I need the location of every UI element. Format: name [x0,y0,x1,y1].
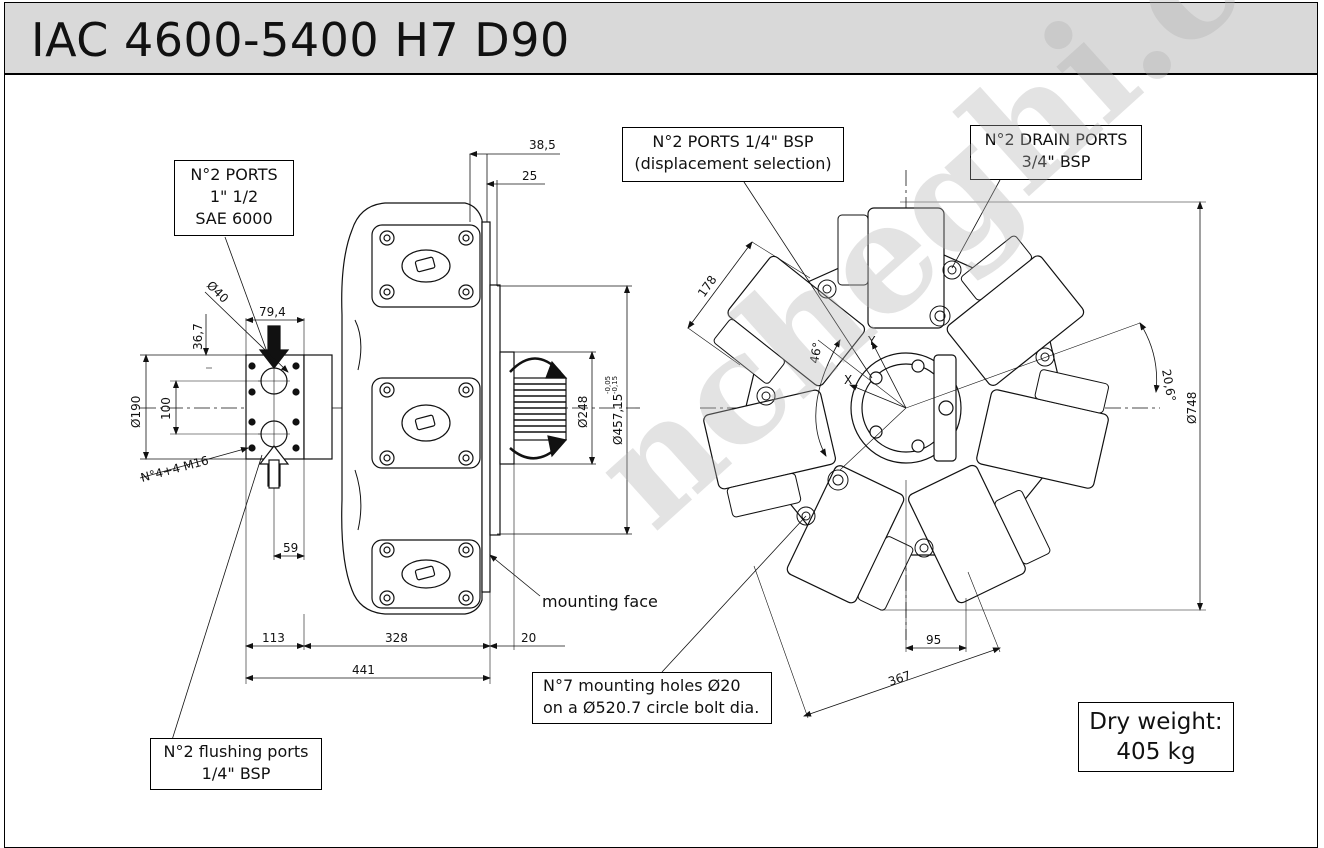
dry-weight-box: Dry weight: 405 kg [1078,702,1234,772]
dim-79-4: 79,4 [259,305,286,319]
dim-d248: Ø248 [576,396,590,428]
angle-20-6: 20,6° [1159,368,1178,403]
mounting-holes-line-2: on a Ø520.7 circle bolt dia. [543,698,760,717]
mounting-holes-line-1: N°7 mounting holes Ø20 [543,676,741,695]
dim-d748: Ø748 [1185,392,1199,424]
side-view [139,151,640,741]
dim-20: 20 [521,631,536,645]
dim-m16: N°4+4 M16 [139,453,210,485]
flushing-ports-line-1: N°2 flushing ports [163,742,309,761]
dim-d40: Ø40 [204,278,231,305]
page-title: IAC 4600-5400 H7 D90 [31,13,570,67]
mounting-face-label: mounting face [542,592,658,611]
axis-y-label: Y [867,334,876,348]
ports-main-line-2: 1" 1/2 [209,187,259,206]
dry-weight-label: Dry weight: [1089,709,1223,735]
angle-46: 46° [807,341,824,364]
dim-441: 441 [352,663,375,677]
dim-d457-tol-down: -0,15 [611,376,619,394]
dim-38-5: 38,5 [529,138,556,152]
dim-367: 367 [886,668,912,689]
dim-100: 100 [159,397,173,420]
title-bar: IAC 4600-5400 H7 D90 [4,2,1318,75]
ports-main-callout: N°2 PORTS 1" 1/2 SAE 6000 [174,160,294,236]
dim-d457-tol-up: -0,05 [604,376,612,394]
drain-ports-callout: N°2 DRAIN PORTS 3/4" BSP [970,125,1142,180]
ports-displacement-callout: N°2 PORTS 1/4" BSP (displacement selecti… [622,127,844,182]
ports-main-line-1: N°2 PORTS [190,165,278,184]
dim-d457: Ø457,15 [611,394,625,445]
drain-ports-line-1: N°2 DRAIN PORTS [984,130,1128,149]
flushing-ports-line-2: 1/4" BSP [201,764,271,783]
ports-displacement-line-1: N°2 PORTS 1/4" BSP [652,132,814,151]
dry-weight-value: 405 kg [1116,739,1196,765]
dim-25: 25 [522,169,537,183]
ports-displacement-line-2: (displacement selection) [634,154,832,173]
flushing-ports-callout: N°2 flushing ports 1/4" BSP [150,738,322,790]
mounting-holes-callout: N°7 mounting holes Ø20 on a Ø520.7 circl… [532,672,772,724]
drain-ports-line-2: 3/4" BSP [1021,152,1091,171]
dim-59: 59 [283,541,298,555]
dim-328: 328 [385,631,408,645]
ports-main-line-3: SAE 6000 [195,209,273,228]
axis-x-label: X [844,373,852,387]
dim-113: 113 [262,631,285,645]
dim-95: 95 [926,633,941,647]
front-view [661,170,1206,719]
dim-d190: Ø190 [129,396,143,428]
dim-36-7: 36,7 [191,323,205,350]
